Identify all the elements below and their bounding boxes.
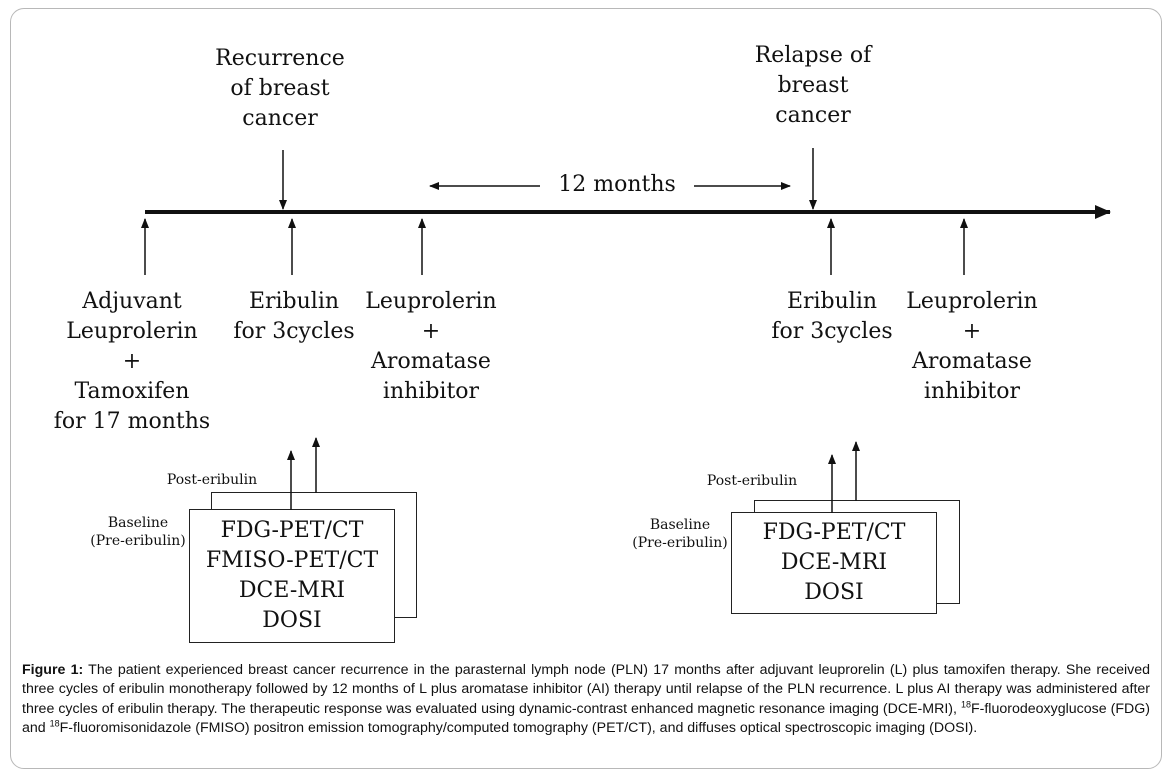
recurrence-label: Recurrence of breast cancer	[215, 46, 345, 131]
imaging-arrows	[287, 437, 860, 513]
imaging-modalities-left: FDG-PET/CT FMISO-PET/CT DCE-MRI DOSI	[205, 518, 379, 633]
interval-label: 12 months	[558, 172, 676, 197]
caption-label: Figure 1:	[22, 662, 84, 678]
caption-text-1: The patient experienced breast cancer re…	[22, 662, 1150, 717]
baseline-label-right: Baseline (Pre-eribulin)	[632, 517, 728, 551]
figure-caption: Figure 1: The patient experienced breast…	[22, 661, 1150, 739]
baseline-label-left: Baseline (Pre-eribulin)	[90, 515, 186, 549]
relapse-label: Relapse of breast cancer	[754, 43, 872, 128]
eribulin2-label: Eribulin for 3cycles	[771, 289, 893, 344]
baseline-box-left	[189, 509, 395, 643]
caption-sup-1: 18	[960, 699, 971, 710]
post-eribulin-label-left: Post-eribulin	[166, 472, 258, 488]
adjuvant-label: Adjuvant Leuprolerin + Tamoxifen for 17 …	[53, 289, 211, 434]
timeline-diagram	[141, 148, 1111, 275]
leuprolerin-ai1-label: Leuprolerin + Aromatase inhibitor	[365, 289, 497, 404]
eribulin1-label: Eribulin for 3cycles	[233, 289, 355, 344]
caption-text-2: F-fluorodeoxyglucose (FDG) and	[22, 700, 1151, 737]
baseline-box-right	[731, 512, 937, 614]
caption-text-3: F-fluoromisonidazole (FMISO) positron em…	[59, 720, 978, 737]
leuprolerin-ai2-label: Leuprolerin + Aromatase inhibitor	[906, 289, 1038, 404]
caption-sup-2: 18	[49, 718, 60, 729]
imaging-modalities-right: FDG-PET/CT DCE-MRI DOSI	[762, 520, 906, 605]
post-eribulin-label-right: Post-eribulin	[706, 473, 798, 489]
